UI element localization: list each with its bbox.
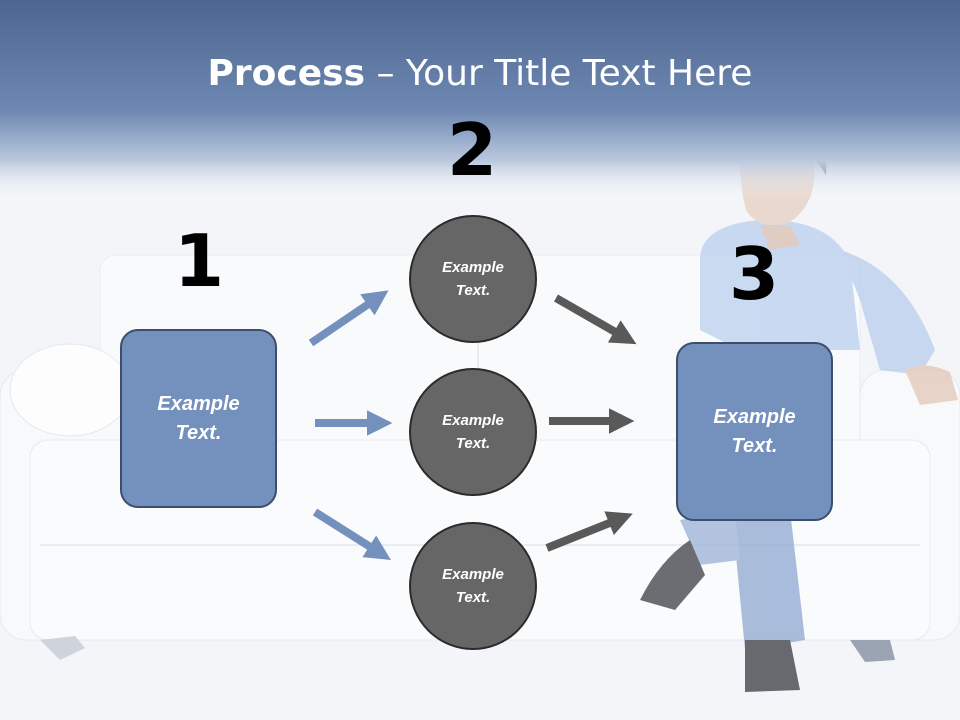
circle-bottom-text: Example Text. xyxy=(433,563,513,609)
circle-middle-text: Example Text. xyxy=(433,409,513,455)
slide-title: Process – Your Title Text Here xyxy=(0,52,960,96)
process-circle-middle: Example Text. xyxy=(409,368,537,496)
circle-top-text: Example Text. xyxy=(433,256,513,302)
step-1-text-line1: Example xyxy=(157,392,240,415)
process-circle-top: Example Text. xyxy=(409,215,537,343)
step-3-text-line1: Example xyxy=(713,405,796,428)
step-3-box: Example Text. xyxy=(676,342,833,521)
circle-middle-line2: Text. xyxy=(455,435,491,452)
title-rest-text: – Your Title Text Here xyxy=(365,53,753,94)
circle-bottom-line1: Example xyxy=(442,566,504,583)
step-3-text-line2: Text. xyxy=(731,434,778,457)
circle-bottom-line2: Text. xyxy=(455,589,491,606)
process-circle-bottom: Example Text. xyxy=(409,522,537,650)
step-1-text-line2: Text. xyxy=(175,421,222,444)
title-bold-text: Process xyxy=(207,53,366,94)
circle-top-line2: Text. xyxy=(455,282,491,299)
circle-top-line1: Example xyxy=(442,259,504,276)
step-number-3: 3 xyxy=(728,232,780,316)
step-1-text: Example Text. xyxy=(149,390,249,448)
step-number-1: 1 xyxy=(173,219,225,303)
step-1-box: Example Text. xyxy=(120,329,277,508)
circle-middle-line1: Example xyxy=(442,412,504,429)
step-3-text: Example Text. xyxy=(705,403,805,461)
step-number-2: 2 xyxy=(446,108,498,192)
